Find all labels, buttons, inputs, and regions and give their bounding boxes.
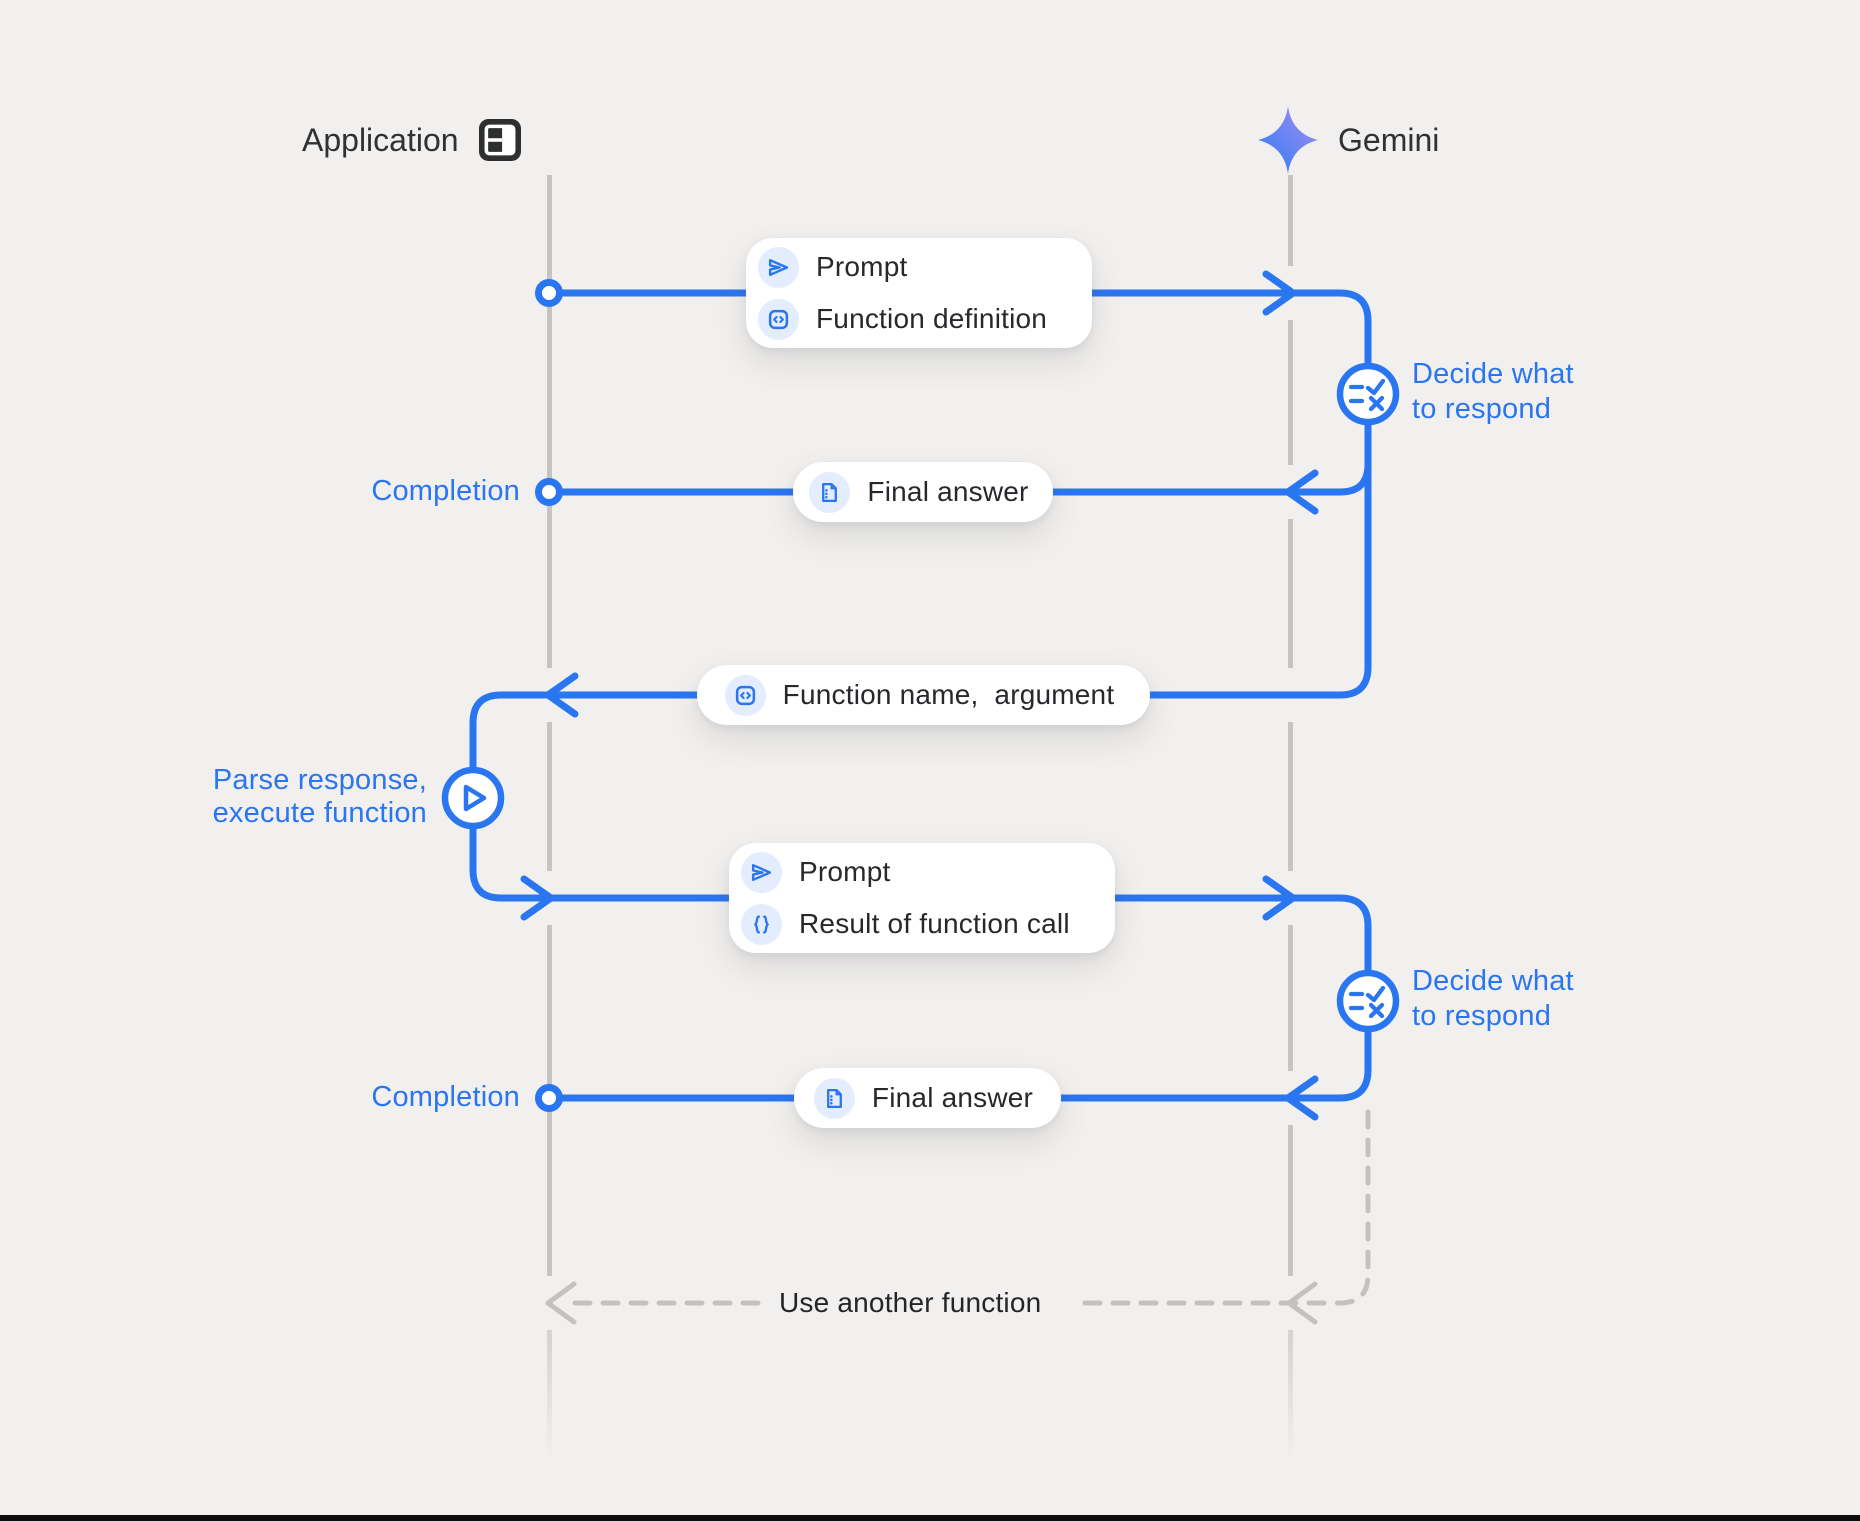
message-row: Result of function call <box>741 903 1095 945</box>
message-label: Final answer <box>871 1082 1034 1113</box>
send-icon <box>741 851 782 893</box>
endpoint-circles <box>535 279 563 1112</box>
parse-label-line: Parse response, <box>212 764 427 796</box>
document-icon <box>813 1077 855 1119</box>
lifeline-crossing-gaps <box>544 266 1296 1330</box>
message-row: Final answer <box>813 1077 1034 1119</box>
parse-execute-label: Parse response, execute function <box>213 764 427 830</box>
document-icon <box>809 471 851 513</box>
use-another-function-label: Use another function <box>779 1287 1042 1318</box>
decide-node-1 <box>1336 362 1400 426</box>
arrowhead-left-final-answer-2 <box>1284 1075 1319 1121</box>
arrowhead-left-gray-application <box>545 1281 577 1325</box>
message-label: Prompt <box>799 856 891 887</box>
message-row: Function name, argument <box>724 674 1115 716</box>
decide-label-line: Decide what <box>1412 358 1574 390</box>
gemini-header: Gemini <box>1256 104 1439 176</box>
send-icon <box>758 246 799 288</box>
message-row: Prompt <box>758 246 1072 288</box>
application-label: Application <box>302 121 459 158</box>
gemini-label: Gemini <box>1338 121 1440 158</box>
completion-label-2: Completion <box>371 1081 520 1113</box>
message-final-answer-1: Final answer <box>793 462 1053 522</box>
arrowhead-right-prompt-2-app <box>520 875 555 921</box>
rule-check-icon <box>1348 985 1386 1019</box>
message-final-answer-2: Final answer <box>794 1068 1061 1128</box>
decide-label-line: Decide what <box>1412 965 1574 997</box>
use-another-function-dashed-flow <box>545 1109 1371 1325</box>
parse-label-line: execute function <box>212 797 427 829</box>
code-icon <box>724 674 766 716</box>
message-row: Function definition <box>758 298 1072 340</box>
code-icon <box>758 298 799 340</box>
gemini-sparkle-icon <box>1258 106 1318 174</box>
decide-label-line: to respond <box>1412 1000 1552 1032</box>
flow-final-answer-1 <box>545 460 1372 496</box>
message-function-name-argument: Function name, argument <box>697 665 1150 725</box>
message-label: Result of function call <box>799 908 1070 939</box>
arrowhead-left-gray-gemini <box>1286 1281 1318 1325</box>
message-prompt-function-definition: Prompt Function definition <box>746 238 1092 348</box>
message-prompt-result: Prompt Result of function call <box>729 843 1115 953</box>
message-row: Prompt <box>741 851 1095 893</box>
rule-check-icon <box>1348 378 1386 412</box>
flow-prompt-1 <box>545 289 1372 699</box>
message-row: Final answer <box>809 471 1029 513</box>
play-icon <box>463 784 487 812</box>
message-label: Function definition <box>816 303 1048 334</box>
arrowhead-left-final-answer-1 <box>1284 469 1319 515</box>
arrowhead-right-prompt-1 <box>1262 270 1297 316</box>
message-label: Function name, argument <box>782 679 1115 710</box>
start-port-prompt-1 <box>535 279 563 307</box>
completion-port-1 <box>535 478 563 506</box>
arrowhead-right-prompt-2-gem <box>1262 875 1297 921</box>
application-header: Application <box>302 116 521 164</box>
decide-label-line: to respond <box>1412 393 1552 425</box>
message-label: Final answer <box>867 476 1029 507</box>
decide-label-1: Decide what to respond <box>1412 357 1574 427</box>
braces-icon <box>741 903 782 945</box>
decide-label-2: Decide what to respond <box>1412 964 1574 1034</box>
app-window-icon <box>478 119 521 161</box>
completion-label-1: Completion <box>371 475 520 507</box>
message-label: Prompt <box>816 251 908 282</box>
execute-node <box>441 766 505 830</box>
decide-node-2 <box>1336 969 1400 1033</box>
arrowhead-left-function-name <box>544 672 579 718</box>
bottom-border-bar <box>0 1515 1860 1521</box>
completion-port-2 <box>535 1084 563 1112</box>
